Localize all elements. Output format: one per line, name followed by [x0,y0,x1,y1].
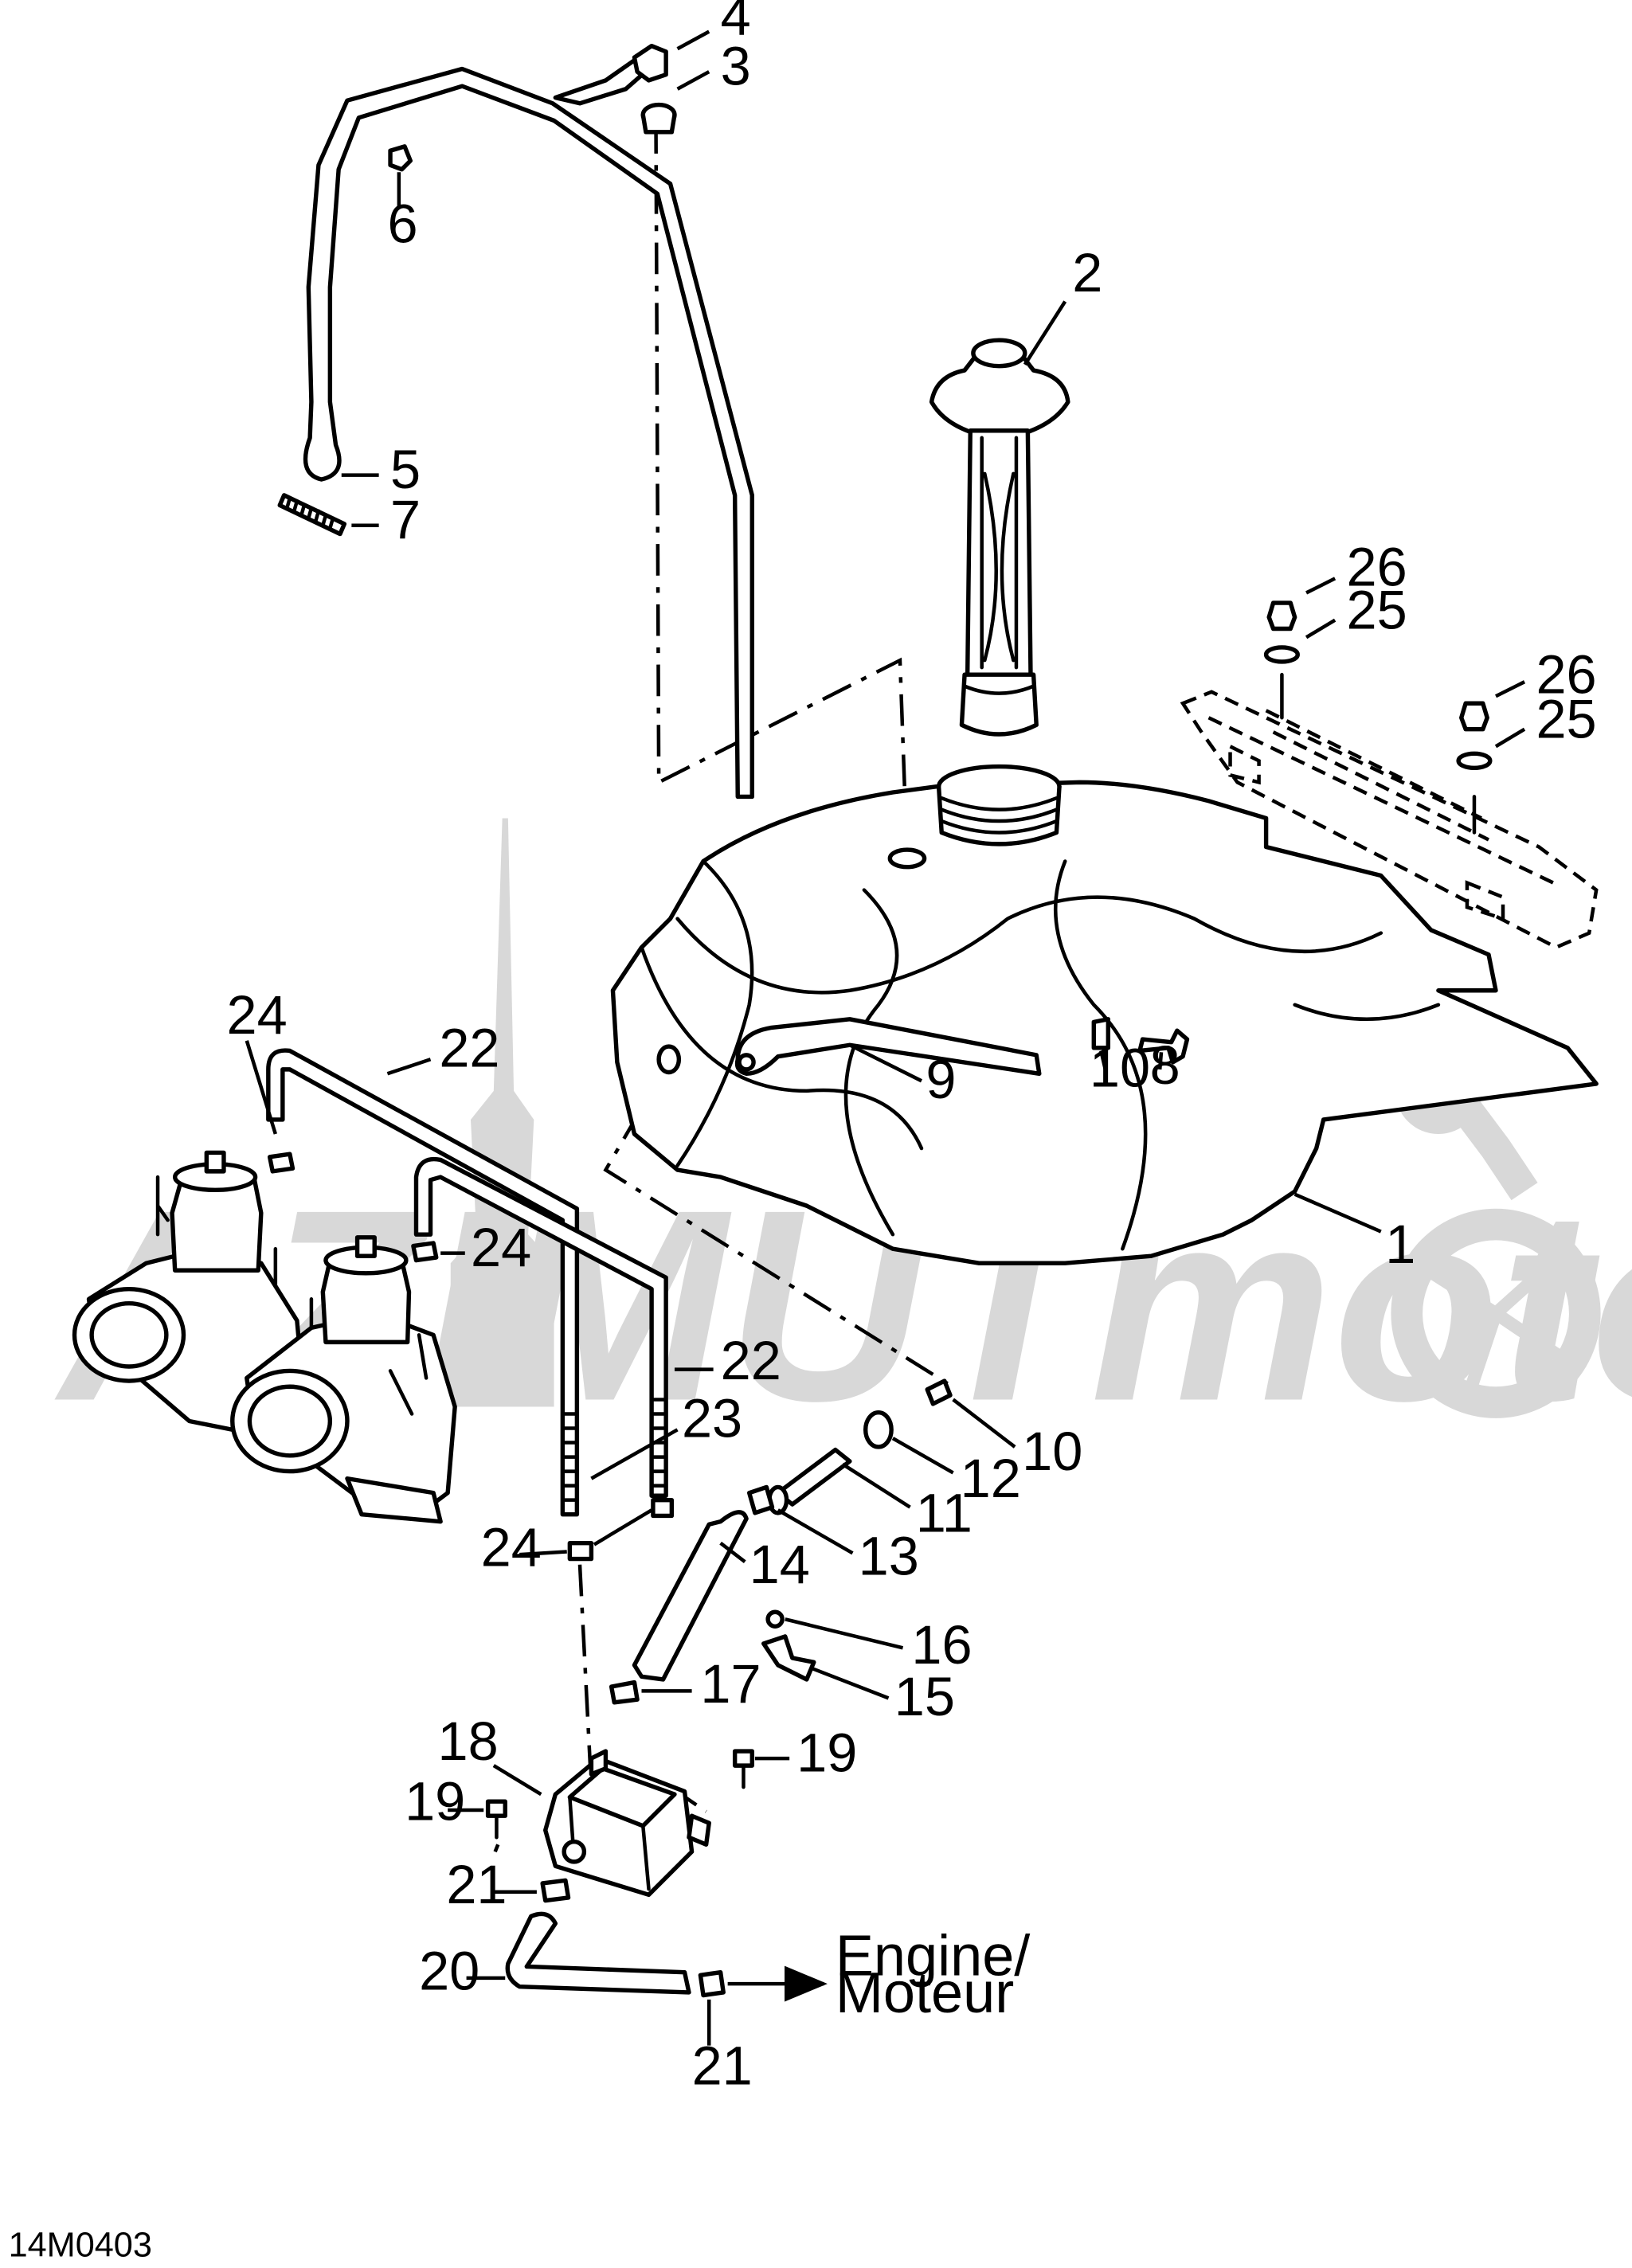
fitting-part-11 [776,1447,852,1507]
callout-10-b: 10 [1022,1421,1082,1482]
callout-14: 14 [749,1534,810,1595]
callout-10-a: 10 [1090,1038,1150,1099]
callout-9: 9 [926,1049,956,1110]
fitting-part-8 [1137,1028,1190,1065]
callout-21-b: 21 [692,2035,753,2096]
callout-18: 18 [438,1711,499,1772]
callout-26-b: 26 [1536,644,1596,706]
callout-25-b: 25 [1536,689,1596,750]
callout-3: 3 [721,35,751,96]
bracket-part-15 [761,1634,816,1682]
clamp-part-13 [746,1484,775,1515]
tank-fittings [734,1017,1190,1076]
clamp-part-24-a [267,1152,295,1174]
fuel-line-parts [609,1378,953,1705]
clamp-part-10-a [1091,1017,1111,1050]
clamp-part-17 [609,1679,640,1705]
output-label-en: Engine/ [836,1924,1031,1988]
mounting-bracket [1180,600,1599,950]
callout-5: 5 [390,439,421,500]
callout-19-a: 19 [796,1722,857,1783]
callout-22-a: 22 [439,1017,499,1078]
tube-part-9 [734,1017,1042,1076]
callout-20: 20 [419,1940,479,2001]
callout-15: 15 [894,1666,955,1727]
vent-tube-assembly [277,43,754,800]
callout-7: 7 [390,489,421,550]
callout-8: 8 [1150,1034,1180,1096]
screw-part-19-a [732,1749,754,1768]
callout-24-a: 24 [227,984,288,1046]
output-label-fr: Moteur [836,1961,1014,2025]
callout-4: 4 [721,0,751,46]
clamp-part-21-b [698,1969,726,1998]
nut-part-26-b [1459,701,1489,732]
washer-part-25-a [1263,645,1300,664]
callout-17: 17 [700,1653,761,1715]
callout-1: 1 [1385,1214,1415,1275]
callout-labels: 4 3 6 2 5 7 26 25 26 25 24 22 9 10 8 1 2… [9,0,1597,2265]
callout-16: 16 [911,1614,972,1676]
clamp-part-21-a [540,1878,571,1903]
hose-part-22-b [413,1156,668,1498]
vent-hoses [266,1048,675,1562]
output-hose [505,1878,828,2002]
watermark-spire [450,818,554,1407]
callout-21-a: 21 [446,1854,507,1915]
leader-lines [245,29,1526,2046]
hose-part-22-a [266,1048,580,1517]
callout-23: 23 [682,1387,742,1449]
screw-part-19-b [485,1799,507,1818]
callout-24-c: 24 [481,1517,542,1578]
callout-26-a: 26 [1347,536,1407,597]
callout-2: 2 [1072,242,1102,303]
hose-part-14 [632,1510,749,1682]
callout-13: 13 [859,1525,919,1586]
washer-part-25-b [1456,751,1493,771]
drawing-code: 14M0403 [9,2227,152,2265]
clamp-part-10-b [925,1378,953,1406]
washer-part-16 [765,1609,785,1629]
callout-25-a: 25 [1347,580,1407,641]
callout-6: 6 [387,194,417,255]
watermark-wheel [1391,1208,1601,1418]
nut-part-26-a [1266,600,1297,632]
callout-12: 12 [961,1448,1021,1509]
vent-tube [303,66,754,800]
hose-part-20 [505,1911,691,1995]
clip-part-6 [388,144,413,172]
callout-19-b: 19 [405,1771,465,1832]
carburetor-assembly [72,1150,457,1524]
fuel-pump-part-18 [485,1749,754,1898]
grommet-part-12 [863,1410,894,1449]
fuel-gauge-cap-part-2 [929,338,1070,737]
callout-11: 11 [916,1482,973,1543]
clamp-part-24-c [567,1541,594,1562]
callout-24-b: 24 [471,1217,531,1278]
elbow-fitting-part-4 [632,43,668,83]
clamp-part-24-d [651,1497,675,1519]
callout-22-b: 22 [721,1330,781,1391]
clamp-part-24-b [411,1241,439,1263]
